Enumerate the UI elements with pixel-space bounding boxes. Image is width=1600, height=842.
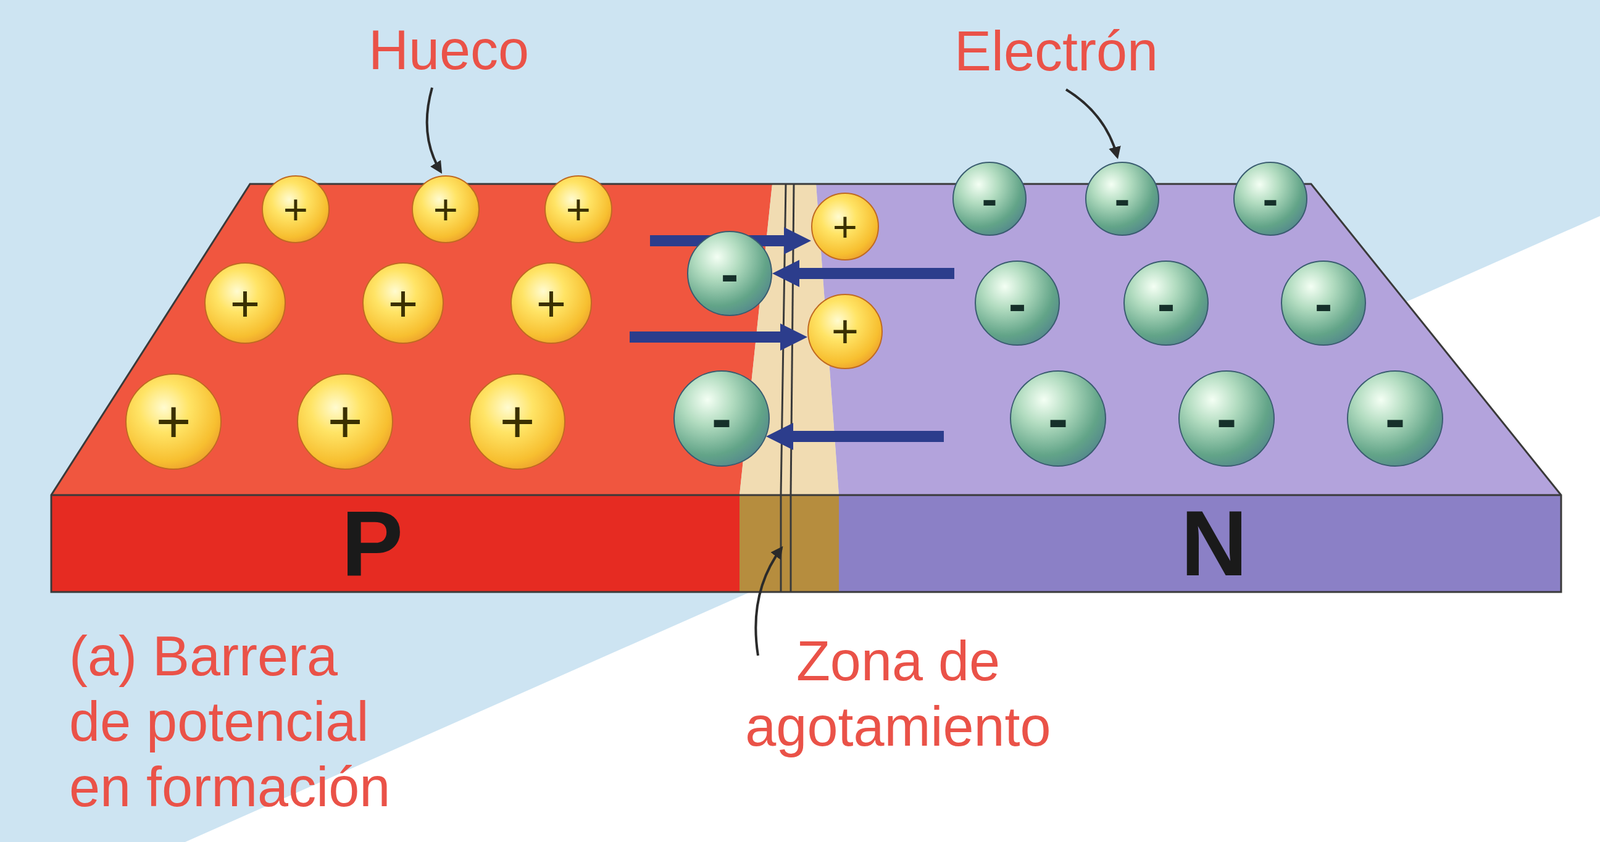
hole-circle: +: [510, 262, 592, 344]
electron-circle: -: [1233, 161, 1308, 236]
leader-line: [1066, 89, 1118, 157]
electron-sign: -: [720, 246, 739, 300]
electron-circle: -: [1280, 260, 1367, 346]
callout-label: Hueco: [325, 17, 573, 83]
electron-sign: -: [711, 388, 733, 449]
hole-circle: +: [261, 175, 330, 244]
hole-sign: +: [388, 277, 418, 330]
region-letter: N: [1090, 493, 1338, 593]
electron-sign: -: [982, 175, 998, 223]
electron-sign: -: [1262, 175, 1279, 223]
hole-sign: +: [832, 205, 858, 249]
electron-sign: -: [1048, 388, 1069, 449]
hole-circle: +: [411, 175, 480, 244]
hole-circle: +: [811, 192, 880, 261]
electron-circle: -: [687, 230, 773, 317]
electron-circle: -: [673, 370, 770, 467]
depletion-front-face: [739, 495, 839, 592]
region-letter: P: [248, 493, 496, 593]
electron-circle: -: [952, 161, 1027, 236]
leader-line: [755, 548, 782, 656]
hole-circle: +: [204, 262, 286, 344]
leader-line: [427, 87, 441, 172]
electron-circle: -: [1346, 370, 1444, 467]
hole-circle: +: [544, 175, 613, 244]
electron-circle: -: [1009, 370, 1107, 467]
hole-circle: +: [469, 373, 566, 470]
callout-label: Electrón: [901, 18, 1211, 84]
hole-sign: +: [536, 277, 567, 330]
hole-sign: +: [433, 188, 459, 231]
electron-sign: -: [1008, 276, 1027, 330]
hole-sign: +: [327, 391, 363, 452]
hole-sign: +: [566, 188, 591, 231]
electron-sign: -: [1314, 276, 1333, 330]
n-top-face: [816, 183, 1562, 496]
hole-sign: +: [499, 391, 535, 452]
hole-sign: +: [831, 308, 859, 355]
electron-sign: -: [1157, 276, 1176, 330]
hole-circle: +: [362, 262, 444, 344]
electron-circle: -: [1178, 370, 1275, 467]
callout-label: Zona de agotamiento: [731, 628, 1065, 760]
hole-sign: +: [155, 391, 191, 452]
electron-sign: -: [1385, 388, 1406, 449]
electron-sign: -: [1216, 388, 1238, 449]
hole-circle: +: [807, 293, 883, 370]
hole-circle: +: [296, 373, 394, 470]
hole-sign: +: [283, 188, 309, 231]
electron-circle: -: [1085, 161, 1160, 236]
electron-sign: -: [1114, 175, 1131, 223]
hole-circle: +: [125, 373, 222, 470]
electron-circle: -: [1123, 260, 1209, 346]
hole-sign: +: [230, 277, 260, 330]
electron-circle: -: [974, 260, 1060, 346]
figure-caption: (a) Barrera de potencial en formación: [69, 623, 406, 821]
